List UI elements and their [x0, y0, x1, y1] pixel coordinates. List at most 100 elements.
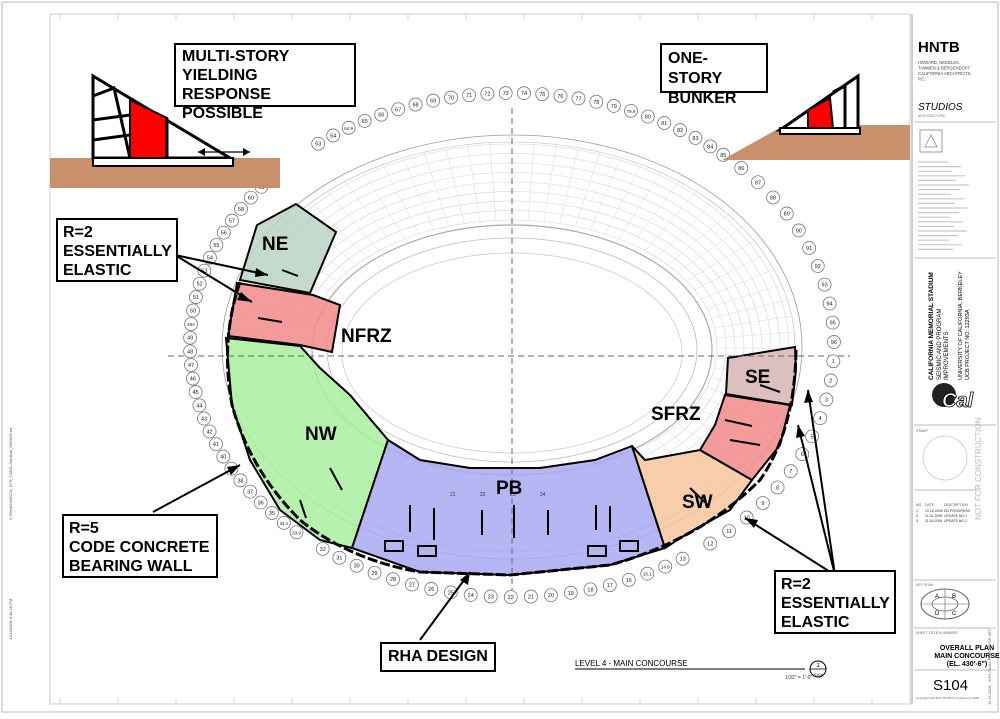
svg-text:29: 29 — [372, 571, 378, 577]
section-bubble: 94 — [822, 296, 837, 311]
consultant-logo — [919, 129, 943, 153]
section-bubble: 52 — [192, 276, 207, 291]
svg-text:42: 42 — [206, 429, 212, 435]
svg-text:87: 87 — [755, 180, 761, 186]
callout-line: BUNKER — [668, 90, 737, 107]
svg-text:40: 40 — [220, 455, 226, 461]
svg-text:1: 1 — [916, 509, 918, 513]
callout-r2-right: R=2 ESSENTIALLY ELASTIC — [774, 570, 896, 634]
svg-text:65: 65 — [362, 119, 368, 125]
svg-text:51: 51 — [193, 295, 199, 301]
section-bubble: 38 — [233, 473, 248, 488]
callout-line: ESSENTIALLY — [63, 243, 172, 260]
svg-text:17: 17 — [607, 583, 613, 589]
frame-ticks — [59, 14, 873, 704]
section-bubble: 75 — [535, 87, 550, 102]
svg-text:24: 24 — [468, 593, 474, 599]
svg-text:75: 75 — [539, 92, 545, 98]
svg-text:IMPROVEMENTS: IMPROVEMENTS — [944, 331, 950, 380]
svg-text:74: 74 — [521, 91, 527, 97]
svg-text:11.16.2006: 11.16.2006 — [925, 519, 942, 523]
svg-text:55: 55 — [213, 243, 219, 249]
earth-right — [722, 125, 910, 160]
svg-text:63: 63 — [315, 142, 321, 148]
svg-text:96: 96 — [831, 340, 837, 346]
title-block: HNTB HOWARD, NEEDLES,TAMMEN & BERGENDOFF… — [911, 14, 1000, 705]
callout-line: MULTI-STORY — [182, 48, 290, 65]
section-bubble: 13 — [675, 551, 690, 566]
svg-text:72: 72 — [484, 92, 490, 98]
svg-text:48: 48 — [187, 349, 193, 355]
svg-text:3: 3 — [825, 397, 828, 403]
section-bubble: 55 — [209, 238, 224, 252]
svg-text:79: 79 — [611, 104, 617, 110]
svg-text:32: 32 — [320, 547, 326, 553]
section-bubble: 49A — [184, 317, 199, 331]
section-bubble: 12 — [703, 536, 718, 551]
svg-text:4: 4 — [819, 416, 822, 422]
key-plan-label: KEY PLAN — [916, 583, 934, 587]
svg-text:B: B — [952, 594, 956, 600]
copyright: Copyright HNTB & STUDIOS Architecture 20… — [916, 696, 979, 700]
zone-sw — [631, 445, 754, 550]
pb-grid-mark: 22 — [480, 492, 486, 498]
section-bubble: 73 — [498, 86, 513, 100]
svg-text:77: 77 — [575, 96, 581, 102]
pb-grid-mark: 21 — [450, 492, 456, 498]
drawing-frame — [49, 13, 911, 705]
svg-text:12: 12 — [707, 542, 713, 548]
callout-rha-design: RHA DESIGN — [380, 642, 496, 672]
section-bubble: 83 — [688, 131, 703, 145]
section-bubble: 96 — [827, 335, 841, 349]
sheet-number: S104 — [933, 677, 968, 694]
section-bubble: 19 — [563, 585, 578, 600]
svg-text:47: 47 — [188, 363, 194, 369]
sheet-title-line3: (EL. 430'-6") — [947, 661, 987, 668]
section-bubble: 32 — [315, 541, 330, 556]
svg-text:64.9: 64.9 — [344, 126, 353, 131]
svg-text:6: 6 — [801, 452, 804, 458]
svg-text:93: 93 — [822, 283, 828, 289]
svg-text:TAMMEN & BERGENDOFF: TAMMEN & BERGENDOFF — [918, 66, 970, 71]
svg-text:SEISMIC AND PROGRAM: SEISMIC AND PROGRAM — [937, 309, 943, 380]
svg-text:31: 31 — [336, 556, 342, 562]
svg-text:14.9: 14.9 — [661, 565, 670, 570]
section-bubble: 22 — [503, 590, 518, 604]
section-bubble: 82 — [673, 123, 688, 137]
svg-text:70: 70 — [448, 96, 454, 102]
drawing-title: LEVEL 4 - MAIN CONCOURSE — [575, 659, 688, 668]
svg-text:90: 90 — [796, 228, 802, 234]
svg-text:7: 7 — [789, 469, 792, 475]
zone-label-sw: SW — [682, 492, 713, 513]
svg-text:UPDATE NO.2: UPDATE NO.2 — [944, 519, 967, 523]
section-bubble: 79 — [606, 99, 621, 113]
svg-text:43: 43 — [201, 417, 207, 423]
section-bubble: 80 — [640, 109, 655, 124]
section-bubble: 64.9 — [341, 120, 356, 135]
svg-text:44: 44 — [196, 403, 202, 409]
callout-line: ESSENTIALLY — [781, 595, 890, 612]
section-bubble: 5 — [805, 429, 819, 444]
section-bubble: 40 — [216, 449, 231, 464]
section-bubble: 77 — [571, 91, 586, 106]
zone-label-se: SE — [745, 367, 770, 388]
section-bubble: 4 — [813, 411, 828, 426]
section-bubble: 71 — [462, 88, 477, 103]
section-bubble: 60 — [243, 190, 258, 205]
svg-text:36: 36 — [258, 501, 264, 507]
not-for-construction: NOT FOR CONSTRUCTION — [974, 417, 983, 520]
svg-text:50: 50 — [190, 309, 196, 315]
section-bubble: 78 — [589, 94, 604, 109]
svg-text:60: 60 — [248, 196, 254, 202]
svg-text:33.9: 33.9 — [292, 530, 301, 535]
zone-ne — [238, 202, 338, 295]
svg-text:84: 84 — [707, 144, 713, 150]
section-bubble: 63 — [311, 136, 326, 151]
callout-line: BEARING WALL — [69, 558, 193, 575]
section-bubble: 90 — [791, 223, 806, 238]
stamp-circle — [922, 435, 968, 481]
section-bubble: 43 — [197, 411, 211, 426]
svg-text:37: 37 — [247, 490, 253, 496]
svg-text:DESCRIPTION: DESCRIPTION — [944, 503, 968, 507]
